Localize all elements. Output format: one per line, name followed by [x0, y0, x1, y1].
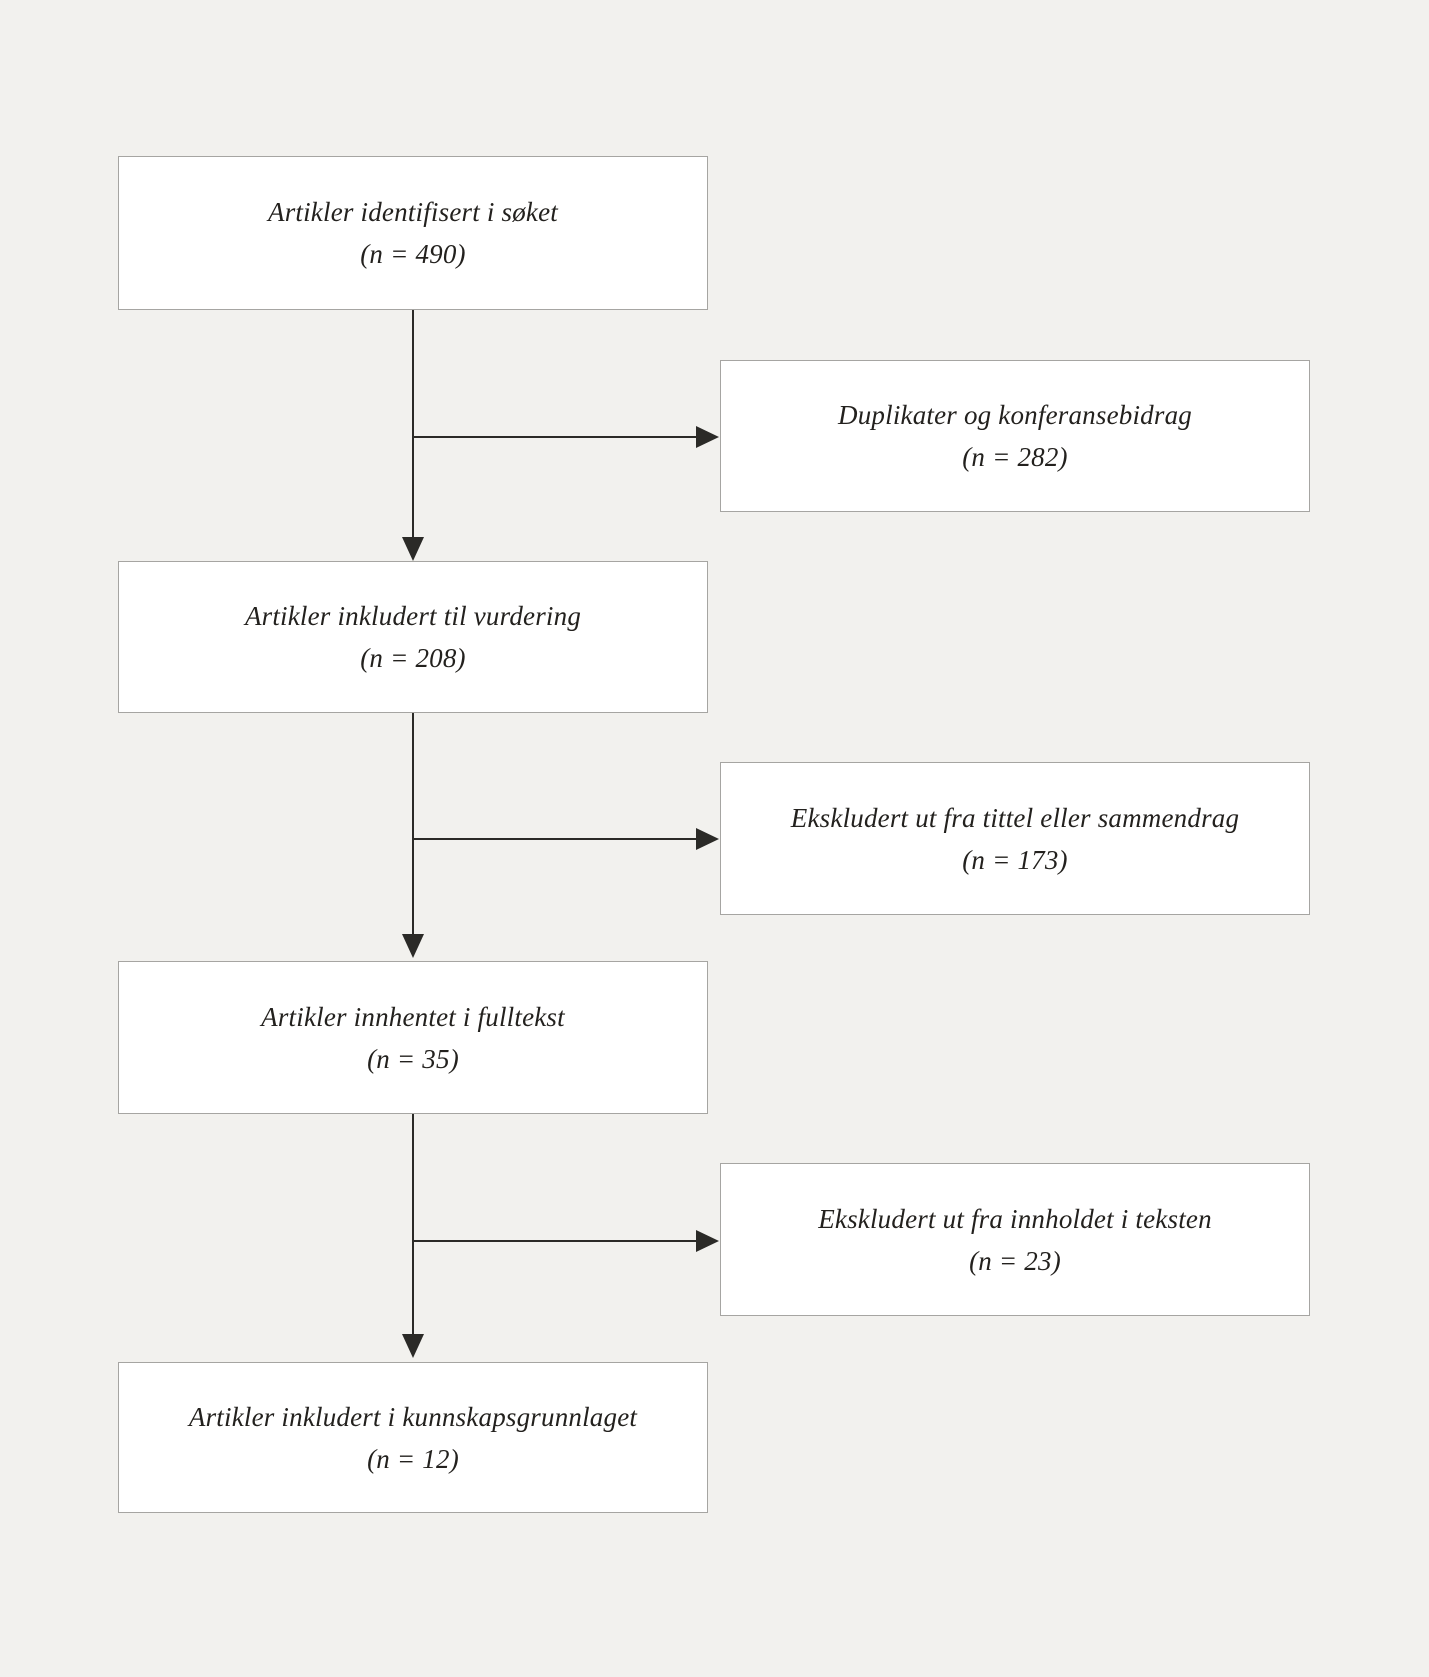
box-excluded-content-count: (n = 23): [969, 1245, 1061, 1276]
box-fulltext-title: Artikler innhentet i fulltekst: [261, 1001, 565, 1032]
box-excluded-title-abstract: Ekskludert ut fra tittel eller sammendra…: [720, 762, 1310, 915]
box-fulltext: Artikler innhentet i fulltekst (n = 35): [118, 961, 708, 1114]
arrow-branch-excluded-title-abstract: [413, 828, 719, 850]
box-excluded-title-abstract-count: (n = 173): [962, 844, 1068, 875]
box-included-final-title: Artikler inkludert i kunnskapsgrunnlaget: [188, 1401, 638, 1432]
box-identified-title: Artikler identifisert i søket: [268, 197, 558, 227]
box-fulltext-count: (n = 35): [367, 1043, 459, 1074]
box-included-final-count: (n = 12): [367, 1443, 459, 1474]
box-identified-count: (n = 490): [360, 239, 466, 269]
box-identified: Artikler identifisert i søket (n = 490): [118, 156, 708, 310]
arrow-down-identified-to-assessment: [402, 310, 424, 561]
box-included-assessment-count: (n = 208): [360, 643, 466, 673]
box-excluded-content-title: Ekskludert ut fra innholdet i teksten: [818, 1203, 1212, 1234]
arrow-down-fulltext-to-final: [402, 1114, 424, 1358]
box-included-assessment: Artikler inkludert til vurdering (n = 20…: [118, 561, 708, 713]
box-duplicates: Duplikater og konferansebidrag (n = 282): [720, 360, 1310, 512]
box-duplicates-title: Duplikater og konferansebidrag: [838, 400, 1192, 430]
arrow-down-assessment-to-fulltext: [402, 713, 424, 958]
box-excluded-content: Ekskludert ut fra innholdet i teksten (n…: [720, 1163, 1310, 1316]
box-excluded-title-abstract-title: Ekskludert ut fra tittel eller sammendra…: [790, 802, 1240, 833]
box-included-assessment-title: Artikler inkludert til vurdering: [244, 601, 582, 631]
arrow-branch-excluded-content: [413, 1230, 719, 1252]
box-included-final: Artikler inkludert i kunnskapsgrunnlaget…: [118, 1362, 708, 1513]
arrow-branch-duplicates: [413, 426, 719, 448]
box-duplicates-count: (n = 282): [962, 442, 1068, 472]
